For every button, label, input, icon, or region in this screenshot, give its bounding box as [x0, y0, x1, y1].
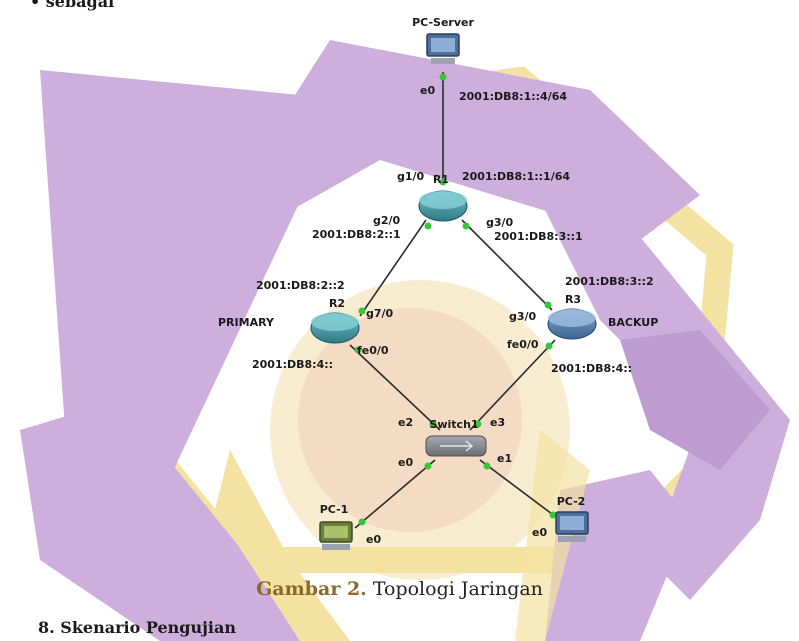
label-r3-fe00: fe0/0: [507, 338, 539, 351]
node-pc1[interactable]: PC-1: [319, 503, 353, 550]
r3-role: BACKUP: [608, 316, 658, 329]
pc-stand: [322, 544, 350, 550]
node-switch1[interactable]: Switch1: [425, 418, 487, 457]
label-sw-e3: e3: [490, 416, 505, 429]
link-endpoint-dot: [545, 342, 553, 350]
r2-role: PRIMARY: [218, 316, 275, 329]
label-r3-addr-g30: 2001:DB8:3::2: [565, 275, 654, 288]
link-endpoint-dot: [354, 346, 362, 354]
label-pcserver-e0: e0: [420, 84, 435, 97]
watermark-petal: [20, 400, 300, 641]
label-r3-g30: g3/0: [509, 310, 537, 323]
section-heading: 8. Skenario Pengujian: [38, 618, 236, 637]
link-r1-r2: [359, 219, 427, 317]
router-top: [311, 313, 359, 331]
node-r2[interactable]: R2 PRIMARY: [218, 297, 360, 344]
link-endpoint-dot: [439, 178, 447, 186]
label-pc2-e0: e0: [532, 526, 547, 539]
link-r2-switch: [349, 344, 441, 431]
label-r2-addr-g70: 2001:DB8:2::2: [256, 279, 345, 292]
node-pc2[interactable]: PC-2: [555, 495, 589, 542]
label-r1-g10: g1/0: [397, 170, 425, 183]
label-pcserver-addr: 2001:DB8:1::4/64: [459, 90, 567, 103]
r1-name: R1: [433, 173, 449, 186]
link-endpoint-dot: [439, 73, 447, 81]
label-r1-addr-g30: 2001:DB8:3::1: [494, 230, 583, 243]
switch1-name: Switch1: [429, 418, 478, 431]
watermark-petal: [228, 40, 700, 245]
label-r1-g20: g2/0: [373, 214, 401, 227]
pc-screen: [431, 38, 455, 52]
link-endpoint-dot: [474, 420, 482, 428]
link-r1-r3: [461, 219, 553, 311]
label-r1-addr-g10: 2001:DB8:1::1/64: [462, 170, 570, 183]
label-r1-addr-g20: 2001:DB8:2::1: [312, 228, 401, 241]
label-r2-fe00: fe0/0: [357, 344, 389, 357]
label-sw-e2: e2: [398, 416, 413, 429]
pc-stand: [431, 58, 455, 64]
label-r2-g70: g7/0: [366, 307, 394, 320]
watermark-inner-circle: [298, 308, 522, 532]
link-endpoint-dot: [544, 301, 552, 309]
watermark-yellow-band: [515, 430, 590, 641]
link-r3-switch: [469, 339, 556, 431]
label-r3-addr-fe00: 2001:DB8:4::: [551, 362, 632, 375]
top-text-fragment: • sebagai: [30, 0, 115, 11]
link-switch-pc2: [479, 459, 561, 521]
watermark-logo: [20, 40, 790, 641]
watermark-petal: [620, 330, 770, 470]
watermark-yellow-band: [215, 450, 350, 641]
router-top: [548, 309, 596, 327]
interface-labels: e0 2001:DB8:1::4/64 g1/0 2001:DB8:1::1/6…: [252, 84, 654, 546]
figure-caption: Gambar 2. Topologi Jaringan: [0, 578, 799, 600]
link-endpoint-dot: [358, 307, 366, 315]
link-endpoint-dot: [483, 462, 491, 470]
label-pc1-e0: e0: [366, 533, 381, 546]
watermark-petal: [530, 180, 790, 600]
node-r1[interactable]: R1: [418, 173, 468, 222]
link-endpoint-dot: [424, 222, 432, 230]
label-sw-e0: e0: [398, 456, 413, 469]
link-endpoint-dot: [549, 511, 557, 519]
router-top: [419, 191, 467, 209]
label-r1-g30: g3/0: [486, 216, 514, 229]
link-endpoint-dot: [358, 518, 366, 526]
pc-screen: [560, 516, 584, 530]
node-pc-server[interactable]: PC-Server: [412, 16, 474, 64]
caption-text: Topologi Jaringan: [366, 578, 543, 600]
link-endpoint-dot: [429, 420, 437, 428]
link-endpoint-dot: [462, 222, 470, 230]
label-r2-addr-fe00: 2001:DB8:4::: [252, 358, 333, 371]
links: [349, 72, 561, 529]
pc-screen: [324, 526, 348, 538]
caption-label: Gambar 2.: [256, 578, 367, 600]
link-endpoint-dot: [424, 462, 432, 470]
switch-arrows: [440, 440, 474, 452]
r3-name: R3: [565, 293, 581, 306]
node-r3[interactable]: R3 BACKUP: [547, 293, 658, 340]
pc2-name: PC-2: [557, 495, 586, 508]
label-sw-e1: e1: [497, 452, 512, 465]
link-endpoints: [354, 73, 557, 526]
r2-name: R2: [329, 297, 345, 310]
pc-stand: [558, 536, 586, 542]
pc1-name: PC-1: [320, 503, 349, 516]
pc-server-name: PC-Server: [412, 16, 474, 29]
link-switch-pc1: [354, 459, 436, 529]
